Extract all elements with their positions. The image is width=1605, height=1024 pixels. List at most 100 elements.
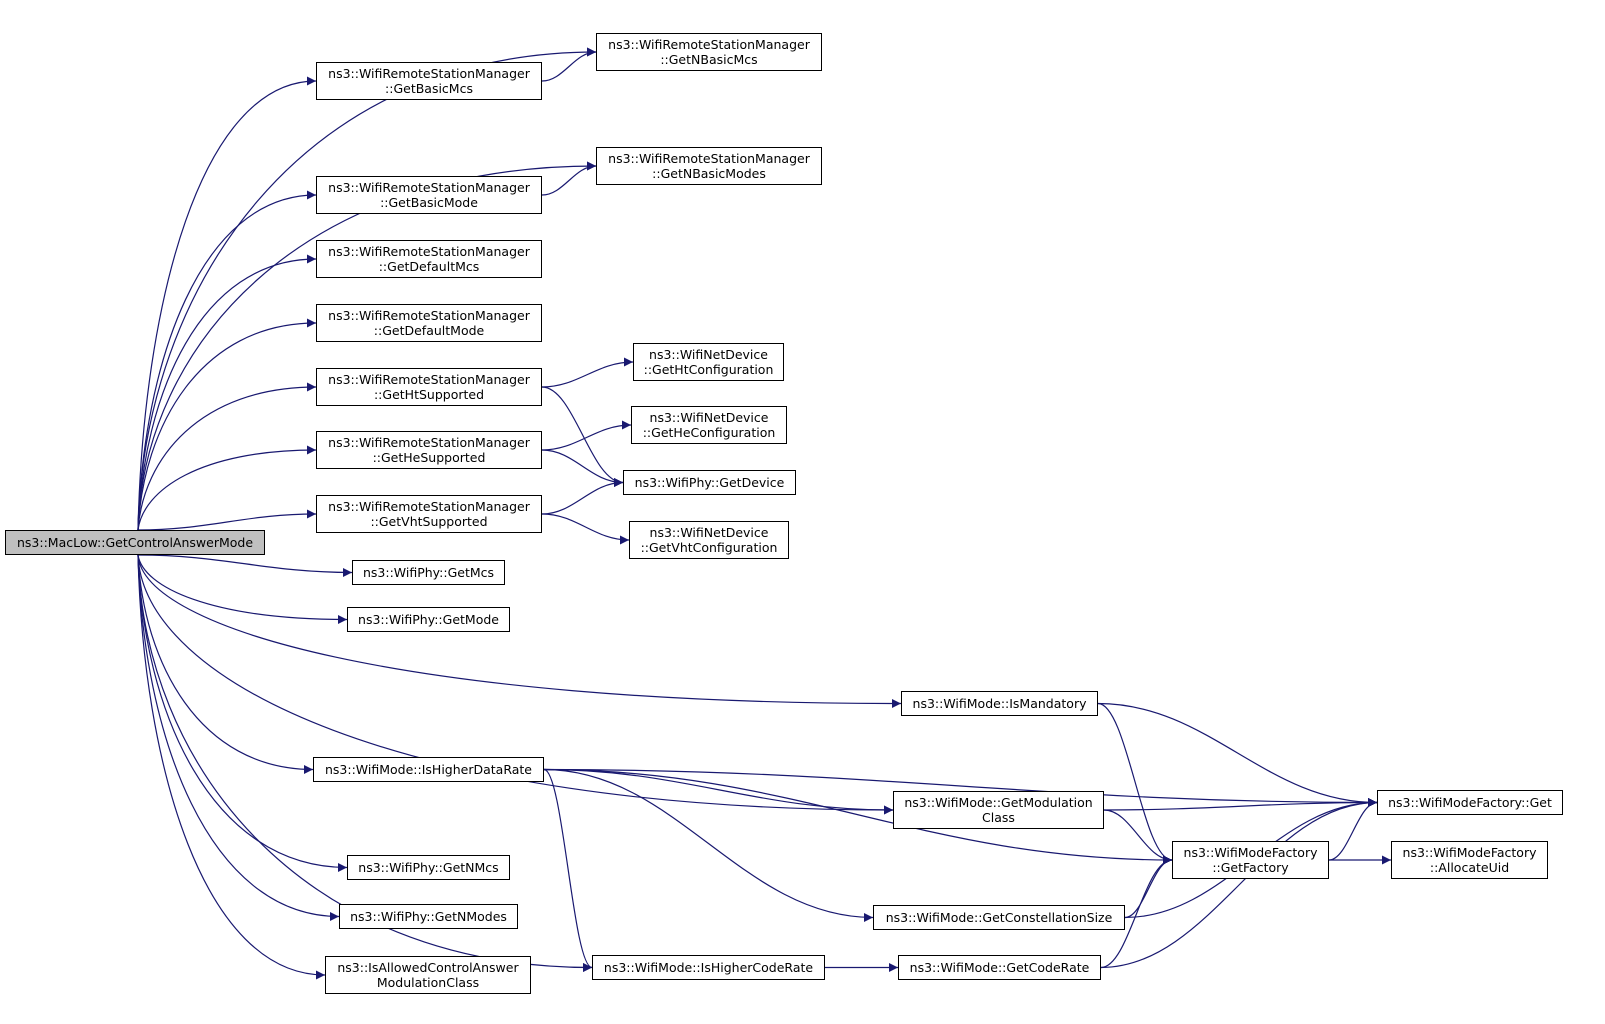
edge-root-to-isHigherCodeRate: [137, 554, 593, 972]
node-label-line: ::AllocateUid: [1429, 860, 1510, 875]
edge-isMandatory-to-factoryGet: [1097, 702, 1378, 807]
edge-isHigherDataRate-to-factoryGet: [543, 768, 1378, 807]
node-wifiphy-getdevice[interactable]: ns3::WifiPhy::GetDevice: [623, 470, 796, 495]
node-label-line: ns3::WifiMode::GetCodeRate: [909, 960, 1090, 975]
edge-root-to-isMandatory: [137, 554, 902, 708]
node-wifiphy-getnmcs[interactable]: ns3::WifiPhy::GetNMcs: [347, 855, 510, 880]
edge-root-to-getDefaultMcs: [137, 254, 317, 531]
edge-root-to-getDefaultMode: [137, 318, 317, 531]
node-label-line: ::GetBasicMcs: [385, 81, 473, 96]
edge-isHigherDataRate-to-isHigherCodeRate: [543, 768, 593, 972]
node-getbasicmode[interactable]: ns3::WifiRemoteStationManager::GetBasicM…: [316, 176, 542, 214]
node-getnbasicmodes[interactable]: ns3::WifiRemoteStationManager::GetNBasic…: [596, 147, 822, 185]
node-label-line: ns3::WifiRemoteStationManager: [328, 244, 530, 259]
edge-getCodeRate-to-factoryGet: [1100, 798, 1378, 969]
node-label-line: ns3::WifiRemoteStationManager: [608, 151, 810, 166]
node-label-line: ns3::WifiRemoteStationManager: [328, 308, 530, 323]
edge-isHigherDataRate-to-getConstellationSize: [543, 768, 874, 922]
node-wifimodefactory-getfactory[interactable]: ns3::WifiModeFactory::GetFactory: [1172, 841, 1329, 879]
node-label-line: ns3::IsAllowedControlAnswer: [337, 960, 519, 975]
edge-isMandatory-to-getFactory: [1097, 702, 1173, 865]
node-label-line: ns3::WifiMode::IsHigherCodeRate: [603, 960, 814, 975]
edge-root-to-getNMcs: [137, 554, 348, 872]
node-label-line: ModulationClass: [376, 975, 480, 990]
edge-getCodeRate-to-getFactory: [1100, 855, 1173, 969]
node-label-line: ::GetDefaultMode: [373, 323, 485, 338]
node-label-line: ns3::WifiMode::GetModulation: [904, 795, 1093, 810]
edge-root-to-getBasicMcs: [137, 76, 317, 531]
node-wifiphy-getmode[interactable]: ns3::WifiPhy::GetMode: [347, 607, 510, 632]
node-gethtconfiguration[interactable]: ns3::WifiNetDevice::GetHtConfiguration: [633, 343, 784, 381]
node-label-line: ns3::WifiRemoteStationManager: [328, 180, 530, 195]
edge-isHigherDataRate-to-getModulationClass: [543, 768, 894, 815]
node-getheconfiguration[interactable]: ns3::WifiNetDevice::GetHeConfiguration: [631, 406, 787, 444]
node-label-line: ::GetHeSupported: [372, 450, 486, 465]
edge-getHeSupported-to-getDevice: [541, 449, 624, 487]
node-wifimodefactory-get[interactable]: ns3::WifiModeFactory::Get: [1377, 790, 1563, 815]
node-wifimode-ishighercoderate[interactable]: ns3::WifiMode::IsHigherCodeRate: [592, 955, 825, 980]
node-gethtsupported[interactable]: ns3::WifiRemoteStationManager::GetHtSupp…: [316, 368, 542, 406]
node-label-line: ns3::WifiModeFactory::Get: [1388, 795, 1552, 810]
node-wifimode-getconstellationsize[interactable]: ns3::WifiMode::GetConstellationSize: [873, 905, 1125, 930]
node-label-line: ns3::WifiModeFactory: [1183, 845, 1318, 860]
node-label-line: ::GetVhtSupported: [370, 514, 488, 529]
node-label-line: ns3::WifiRemoteStationManager: [608, 37, 810, 52]
node-wifiphy-getnmodes[interactable]: ns3::WifiPhy::GetNModes: [339, 904, 518, 929]
edge-getFactory-to-factoryGet: [1328, 798, 1378, 861]
edge-root-to-getHeSupported: [137, 445, 317, 531]
edge-getVhtSupported-to-getVhtConfiguration: [541, 513, 630, 545]
edge-getVhtSupported-to-getDevice: [541, 478, 624, 515]
edge-root-to-isHigherDataRate: [137, 554, 314, 774]
node-wifimode-ishigherdatarate[interactable]: ns3::WifiMode::IsHigherDataRate: [313, 757, 544, 782]
edge-getModulationClass-to-factoryGet: [1103, 798, 1378, 811]
node-label-line: ns3::WifiModeFactory: [1402, 845, 1537, 860]
node-label-line: ns3::WifiMode::IsMandatory: [912, 696, 1087, 711]
node-label-line: Class: [982, 810, 1015, 825]
node-getnbasicmcs[interactable]: ns3::WifiRemoteStationManager::GetNBasic…: [596, 33, 822, 71]
node-getdefaultmcs[interactable]: ns3::WifiRemoteStationManager::GetDefaul…: [316, 240, 542, 278]
edge-getBasicMode-to-getNBasicModes: [541, 161, 597, 196]
node-wifimode-getcoderate[interactable]: ns3::WifiMode::GetCodeRate: [898, 955, 1101, 980]
edge-root-to-getNBasicModes: [137, 161, 597, 531]
edge-getHtSupported-to-getHtConfiguration: [541, 357, 634, 388]
node-label-line: ::GetFactory: [1212, 860, 1289, 875]
node-label-line: ns3::WifiNetDevice: [649, 525, 769, 540]
node-label-line: ns3::MacLow::GetControlAnswerMode: [16, 535, 254, 550]
node-label-line: ns3::WifiMode::IsHigherDataRate: [325, 762, 532, 777]
node-wifimode-ismandatory[interactable]: ns3::WifiMode::IsMandatory: [901, 691, 1098, 716]
edge-root-to-getVhtSupported: [137, 509, 317, 531]
edge-root-to-getMode: [137, 554, 348, 624]
node-label-line: ns3::WifiRemoteStationManager: [328, 372, 530, 387]
edge-getBasicMcs-to-getNBasicMcs: [541, 47, 597, 82]
node-label-line: ns3::WifiPhy::GetNModes: [350, 909, 507, 924]
node-getvhtconfiguration[interactable]: ns3::WifiNetDevice::GetVhtConfiguration: [629, 521, 789, 559]
node-getbasicmcs[interactable]: ns3::WifiRemoteStationManager::GetBasicM…: [316, 62, 542, 100]
node-gethesupported[interactable]: ns3::WifiRemoteStationManager::GetHeSupp…: [316, 431, 542, 469]
node-label-line: ::GetDefaultMcs: [378, 259, 480, 274]
edge-root-to-getNModes: [137, 554, 340, 921]
node-label-line: ns3::WifiRemoteStationManager: [328, 66, 530, 81]
node-wifiphy-getmcs[interactable]: ns3::WifiPhy::GetMcs: [352, 560, 505, 585]
node-maclow-getcontrolanswermode: ns3::MacLow::GetControlAnswerMode: [5, 530, 265, 555]
node-label-line: ns3::WifiPhy::GetNMcs: [358, 860, 499, 875]
edge-getHtSupported-to-getDevice: [541, 386, 624, 487]
edge-root-to-isAllowed: [137, 554, 326, 980]
node-label-line: ns3::WifiNetDevice: [649, 410, 769, 425]
node-getdefaultmode[interactable]: ns3::WifiRemoteStationManager::GetDefaul…: [316, 304, 542, 342]
node-getvhtsupported[interactable]: ns3::WifiRemoteStationManager::GetVhtSup…: [316, 495, 542, 533]
node-label-line: ns3::WifiPhy::GetDevice: [634, 475, 785, 490]
node-wifimodefactory-allocateuid[interactable]: ns3::WifiModeFactory::AllocateUid: [1391, 841, 1548, 879]
node-label-line: ::GetNBasicMcs: [660, 52, 758, 67]
edge-isHigherDataRate-to-getFactory: [543, 768, 1173, 865]
node-label-line: ::GetBasicMode: [380, 195, 478, 210]
node-label-line: ::GetHtConfiguration: [643, 362, 774, 377]
node-label-line: ::GetNBasicModes: [652, 166, 766, 181]
node-label-line: ns3::WifiPhy::GetMcs: [362, 565, 495, 580]
edge-getConstellationSize-to-getFactory: [1124, 855, 1173, 919]
node-label-line: ::GetHtSupported: [373, 387, 485, 402]
edge-root-to-getMcs: [137, 554, 353, 577]
edge-getHeSupported-to-getHeConfiguration: [541, 420, 632, 451]
